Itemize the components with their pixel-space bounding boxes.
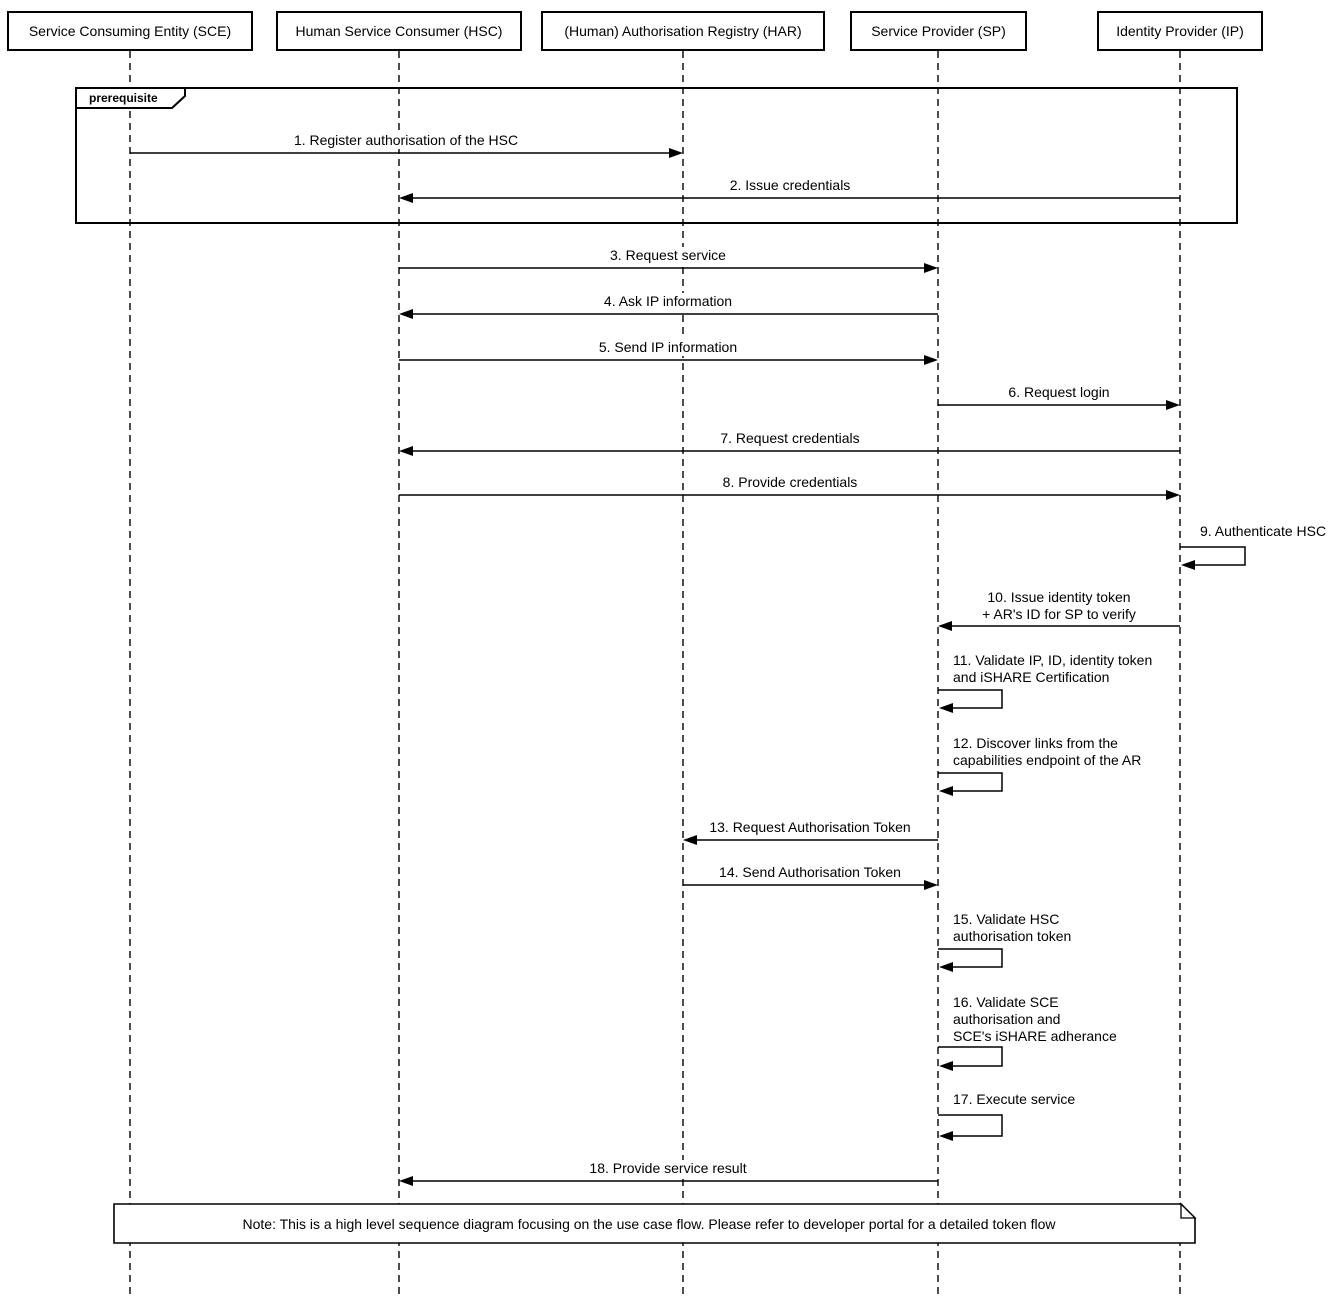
actor-sp: Service Provider (SP)	[850, 11, 1027, 51]
message-1-arrow	[130, 148, 683, 158]
message-6-label: 6. Request login	[1005, 384, 1113, 401]
message-7-arrow	[399, 446, 1180, 456]
prerequisite-label: prerequisite	[89, 91, 158, 105]
message-3-label: 3. Request service	[607, 247, 729, 264]
note-label: Note: This is a high level sequence diag…	[242, 1215, 1056, 1232]
message-16-self-arrow	[938, 1046, 1003, 1071]
message-9-self-arrow	[1180, 546, 1246, 570]
message-4-label: 4. Ask IP information	[600, 293, 736, 310]
message-5-arrow	[399, 355, 938, 365]
message-12-self-arrow	[938, 772, 1003, 796]
message-14-label: 14. Send Authorisation Token	[716, 864, 904, 881]
note-shape	[113, 1202, 1197, 1244]
message-15-self-arrow	[938, 948, 1003, 972]
message-17-label: 17. Execute service	[950, 1091, 1079, 1108]
message-8-arrow	[399, 490, 1180, 500]
message-2-label: 2. Issue credentials	[726, 177, 854, 194]
message-9-label: 9. Authenticate HSC	[1197, 523, 1330, 540]
note-fold-corner	[1180, 1202, 1197, 1219]
message-1-label: 1. Register authorisation of the HSC	[290, 132, 522, 149]
prerequisite-tab	[75, 87, 186, 109]
actor-har: (Human) Authorisation Registry (HAR)	[541, 11, 825, 51]
message-18-label: 18. Provide service result	[586, 1160, 750, 1177]
actor-hsc: Human Service Consumer (HSC)	[276, 11, 522, 51]
message-2-arrow	[399, 193, 1180, 203]
actor-ip: Identity Provider (IP)	[1097, 11, 1263, 51]
message-14-arrow	[683, 880, 938, 890]
message-10-label: 10. Issue identity token+ AR's ID for SP…	[979, 589, 1139, 623]
message-13-label: 13. Request Authorisation Token	[706, 819, 914, 836]
prerequisite-frame	[75, 87, 1238, 224]
message-13-arrow	[683, 835, 938, 845]
message-8-label: 8. Provide credentials	[719, 474, 861, 491]
message-17-self-arrow	[938, 1114, 1003, 1141]
message-4-arrow	[399, 309, 938, 319]
message-3-arrow	[399, 263, 938, 273]
message-arrows	[130, 148, 1246, 1186]
actor-sce: Service Consuming Entity (SCE)	[7, 11, 253, 51]
message-18-arrow	[399, 1176, 938, 1186]
message-7-label: 7. Request credentials	[717, 430, 863, 447]
message-11-self-arrow	[938, 689, 1003, 713]
message-10-arrow	[938, 621, 1180, 631]
message-5-label: 5. Send IP information	[595, 339, 741, 356]
message-6-arrow	[938, 400, 1180, 410]
